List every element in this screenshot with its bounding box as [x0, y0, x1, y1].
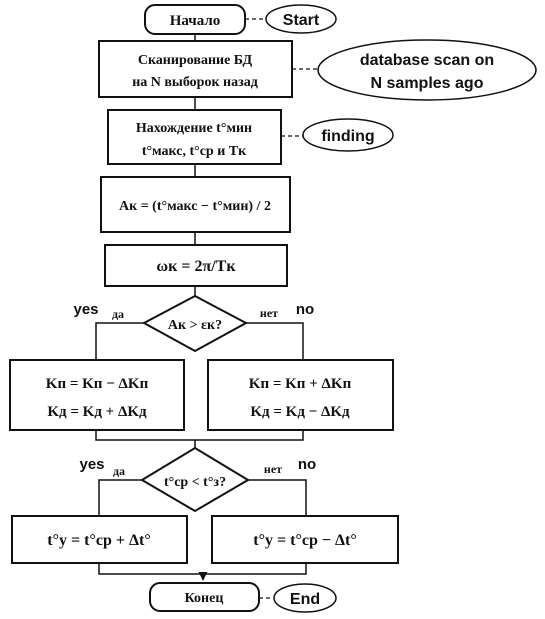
decision-2-no-ru: нет — [264, 462, 282, 476]
decision-1: Aк > εк? — [141, 294, 249, 353]
annotation-end: End — [273, 583, 337, 613]
annotation-scan-line-2: N samples ago — [371, 75, 484, 92]
finding-box: Нахождение t°мин t°макс, t°ср и Tк — [107, 109, 282, 165]
annotation-finding: finding — [302, 118, 394, 152]
branch-2-no-formula: t°у = t°ср − Δt° — [253, 532, 356, 549]
annotation-scan-line-1: database scan on — [360, 52, 494, 69]
decision-1-no-en: no — [296, 301, 314, 318]
start-terminal: Начало — [144, 4, 246, 35]
decision-2-yes-en: yes — [79, 456, 104, 473]
branch-1-no-box: Kп = Kп + ΔKп Kд = Kд − ΔKд — [207, 359, 394, 431]
annotation-scan: database scan on N samples ago — [317, 39, 537, 101]
scan-line-1: Сканирование БД — [138, 53, 253, 68]
end-terminal: Конец — [149, 582, 260, 612]
finding-line-2: t°макс, t°ср и Tк — [142, 144, 247, 159]
branch-1-yes-line-1: Kп = Kп − ΔKп — [46, 376, 149, 392]
scan-box: Сканирование БД на N выборок назад — [98, 40, 293, 98]
decision-1-yes-en: yes — [73, 301, 98, 318]
amplitude-box: Aк = (t°макс − t°мин) / 2 — [100, 176, 291, 233]
decision-1-yes-ru: да — [112, 307, 124, 321]
annotation-finding-text: finding — [321, 128, 374, 145]
branch-1-no-line-2: Kд = Kд − ΔKд — [250, 404, 350, 420]
omega-box: ωк = 2π/Tк — [104, 244, 288, 287]
finding-line-1: Нахождение t°мин — [136, 121, 252, 136]
decision-2-label: t°ср < t°з? — [164, 475, 226, 490]
decision-1-no-ru: нет — [260, 306, 278, 320]
branch-1-no-line-1: Kп = Kп + ΔKп — [249, 376, 352, 392]
amplitude-formula: Aк = (t°макс − t°мин) / 2 — [119, 199, 271, 214]
connectors — [95, 18, 318, 599]
branch-2-yes-box: t°у = t°ср + Δt° — [11, 515, 188, 564]
decision-1-label: Aк > εк? — [168, 318, 222, 333]
annotation-start-text: Start — [283, 12, 320, 29]
branch-2-no-box: t°у = t°ср − Δt° — [211, 515, 399, 564]
scan-line-2: на N выборок назад — [132, 75, 258, 90]
branch-2-yes-formula: t°у = t°ср + Δt° — [47, 532, 150, 549]
annotation-start: Start — [265, 4, 337, 34]
decision-2-no-en: no — [298, 456, 316, 473]
omega-formula: ωк = 2π/Tк — [156, 258, 236, 275]
end-label: Конец — [185, 591, 224, 606]
decision-2-yes-ru: да — [113, 464, 125, 478]
branch-1-yes-box: Kп = Kп − ΔKп Kд = Kд + ΔKд — [9, 359, 185, 431]
start-label: Начало — [170, 13, 221, 29]
annotation-end-text: End — [290, 591, 320, 608]
decision-2: t°ср < t°з? — [140, 446, 250, 513]
branch-1-yes-line-2: Kд = Kд + ΔKд — [47, 404, 147, 420]
